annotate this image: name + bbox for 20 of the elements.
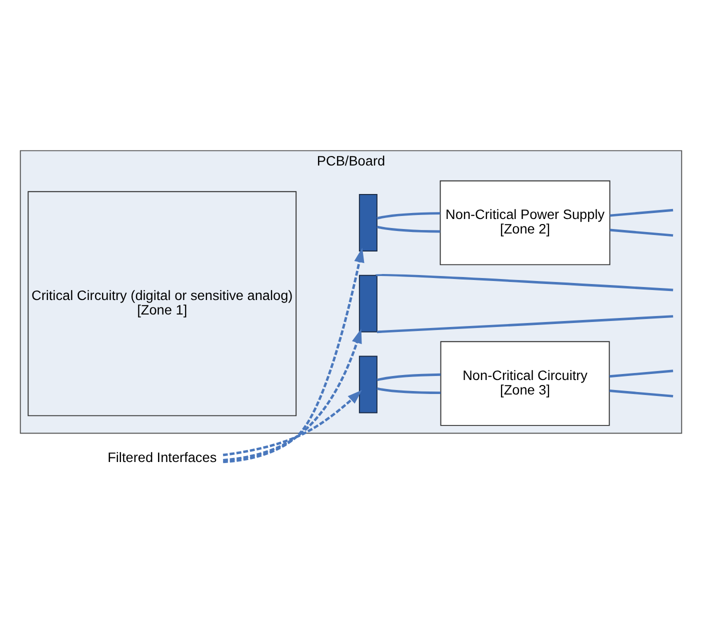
node-bar bbox=[358, 274, 378, 332]
node-box: Critical Circuitry (digital or sensitive analog) [Zone 1] bbox=[28, 191, 297, 416]
connector bbox=[376, 315, 674, 334]
connector bbox=[609, 370, 674, 378]
arrow bbox=[222, 328, 362, 462]
node-text: Filtered Interfaces bbox=[108, 450, 217, 466]
connector bbox=[376, 373, 441, 382]
connector bbox=[610, 228, 674, 237]
arrow bbox=[222, 248, 364, 464]
node-box: Non-Critical Circuitry [Zone 3] bbox=[440, 341, 610, 426]
node-box: Non-Critical Power Supply [Zone 2] bbox=[440, 180, 610, 266]
connector bbox=[376, 387, 441, 394]
node-bar bbox=[358, 356, 378, 414]
connector bbox=[376, 212, 440, 220]
node-bar bbox=[358, 194, 378, 252]
arrow bbox=[222, 390, 362, 456]
connector bbox=[376, 274, 674, 292]
connector bbox=[610, 208, 674, 217]
connector bbox=[376, 226, 440, 233]
connector bbox=[609, 390, 674, 398]
